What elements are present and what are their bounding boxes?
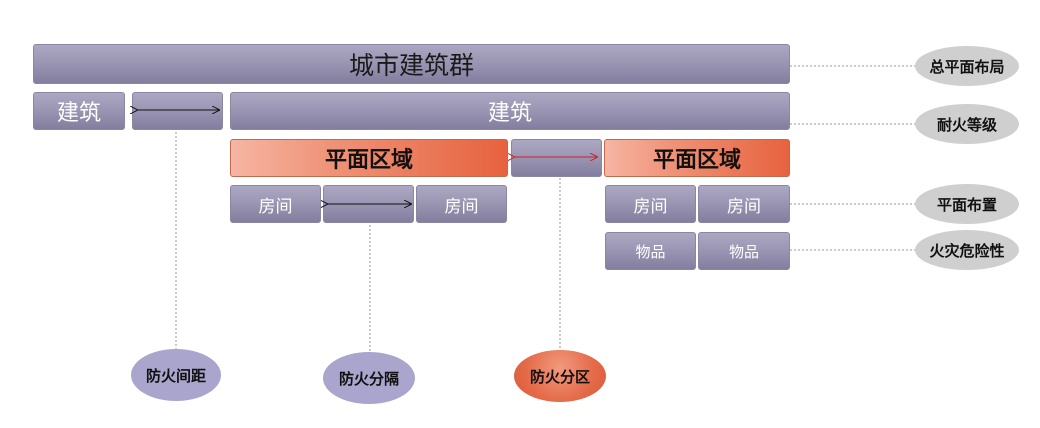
item-1: 物品: [605, 232, 696, 270]
building-left-label: 建筑: [56, 101, 101, 126]
building-right: 建筑: [230, 92, 790, 130]
label-fire-rating: 耐火等级: [915, 104, 1019, 144]
building-right-label: 建筑: [487, 101, 532, 126]
room-1-label: 房间: [258, 196, 293, 217]
room-2: 房间: [416, 185, 507, 223]
label-fire-spacing-text: 防火间距: [145, 366, 206, 385]
label-fire-spacing: 防火间距: [131, 349, 221, 401]
label-overall-layout-text: 总平面布局: [929, 57, 1005, 76]
label-fire-rating-text: 耐火等级: [936, 115, 997, 134]
room-3: 房间: [605, 185, 696, 223]
zone-right: 平面区域: [604, 139, 790, 177]
building-left: 建筑: [33, 92, 125, 130]
label-fire-compartment: 防火分区: [514, 350, 606, 402]
label-plan-layout-text: 平面布置: [936, 195, 997, 214]
label-fire-separation-text: 防火分隔: [338, 369, 399, 388]
room-1: 房间: [230, 185, 321, 223]
item-2-label: 物品: [728, 242, 759, 261]
zone-right-label: 平面区域: [652, 148, 741, 173]
label-fire-hazard: 火灾危险性: [915, 230, 1019, 270]
label-fire-hazard-text: 火灾危险性: [929, 241, 1005, 260]
city-buildings-label: 城市建筑群: [348, 51, 474, 80]
zone-left: 平面区域: [230, 139, 508, 177]
city-buildings-bar: 城市建筑群: [33, 44, 790, 84]
room-3-label: 房间: [633, 196, 668, 217]
room-2-label: 房间: [444, 196, 479, 217]
spacing-arrow-box: [132, 92, 223, 130]
label-fire-separation: 防火分隔: [323, 352, 415, 404]
room-4-label: 房间: [727, 196, 761, 217]
label-fire-compartment-text: 防火分区: [529, 367, 590, 386]
item-2: 物品: [698, 232, 790, 270]
room-4: 房间: [698, 185, 790, 223]
label-overall-layout: 总平面布局: [915, 46, 1019, 86]
zone-left-label: 平面区域: [324, 148, 413, 173]
label-plan-layout: 平面布置: [915, 184, 1019, 224]
item-1-label: 物品: [635, 242, 666, 261]
